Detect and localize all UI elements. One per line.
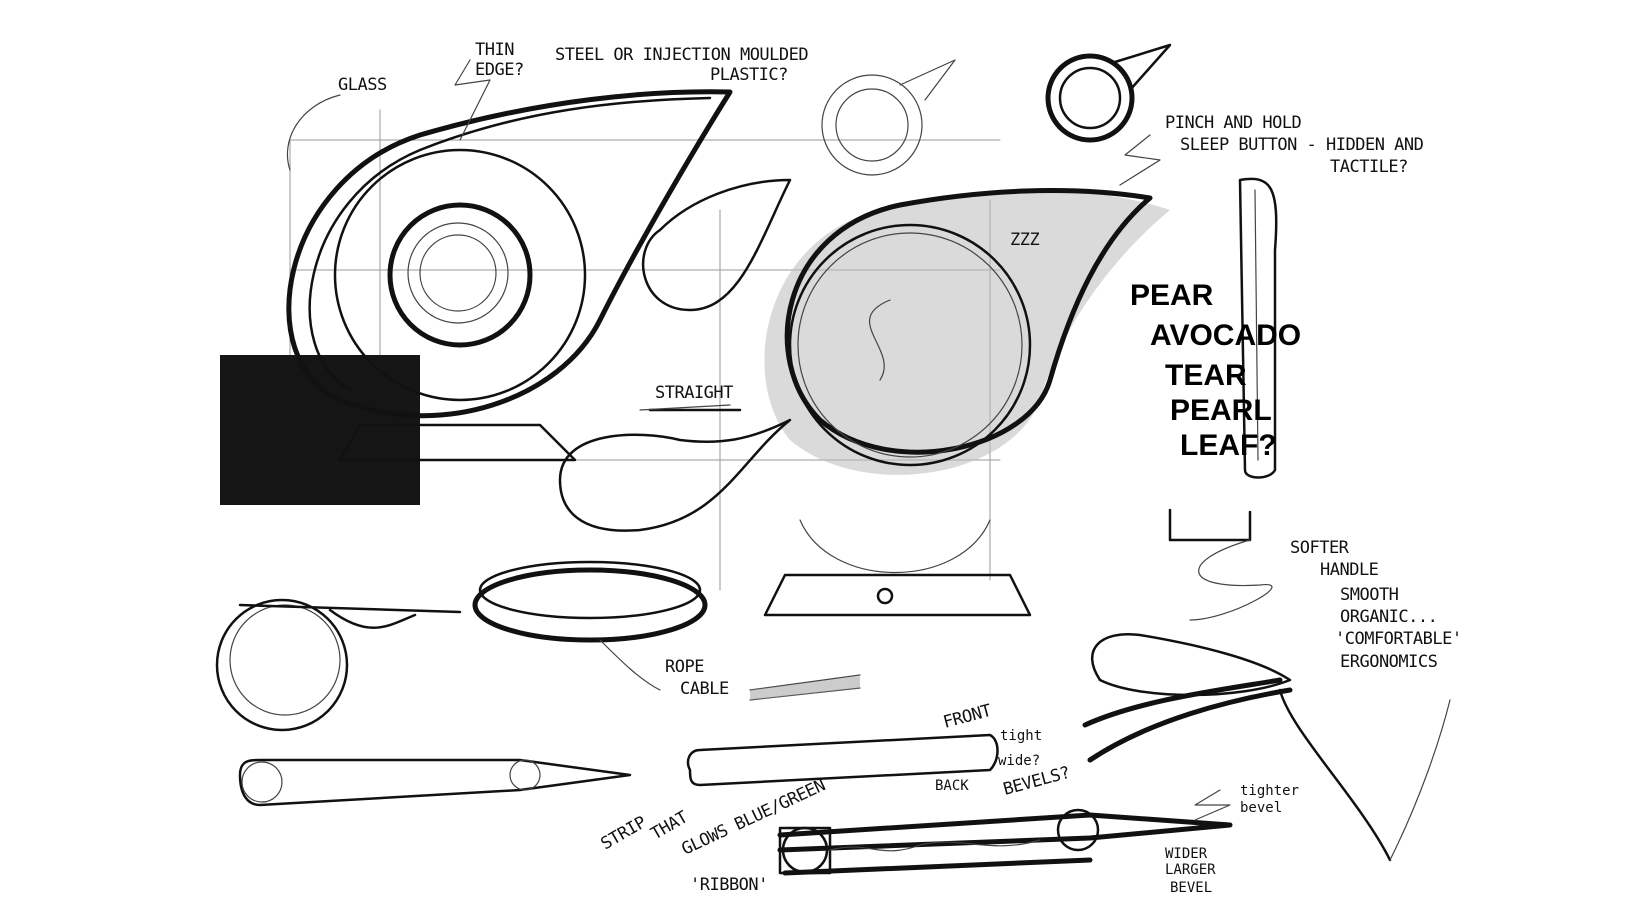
teardrop-device-sketch-main bbox=[763, 188, 1170, 617]
note-back: BACK bbox=[935, 778, 969, 794]
note-shape: PEAR bbox=[1130, 279, 1214, 312]
note-wider: LARGER bbox=[1165, 862, 1216, 878]
note-pinch: SLEEP BUTTON - HIDDEN AND bbox=[1180, 135, 1424, 155]
note-softer: SOFTER bbox=[1290, 538, 1350, 558]
note-rope: CABLE bbox=[680, 679, 729, 699]
side-profile-sketch bbox=[1168, 177, 1278, 542]
note-shape: LEAF? bbox=[1180, 429, 1277, 462]
teardrop-thumbnail bbox=[821, 59, 956, 176]
hatched-shadow bbox=[220, 355, 420, 505]
front-back-bar-sketch bbox=[686, 733, 999, 787]
note-material: STEEL OR INJECTION MOULDED bbox=[555, 45, 808, 65]
note-smooth: 'COMFORTABLE' bbox=[1335, 629, 1462, 649]
note-wide: wide? bbox=[998, 753, 1040, 769]
teardrop-thumbnail bbox=[1045, 43, 1172, 143]
note-rope: ROPE bbox=[665, 657, 704, 677]
note-smooth: SMOOTH bbox=[1340, 585, 1399, 605]
handle-sketch bbox=[1082, 632, 1451, 862]
note-tighter: bevel bbox=[1240, 800, 1282, 816]
note-shape: AVOCADO bbox=[1150, 319, 1301, 352]
disc-base-sketch bbox=[472, 560, 861, 701]
note-smooth: ORGANIC... bbox=[1340, 607, 1437, 627]
circle-profile-sketch bbox=[215, 598, 462, 732]
note-shape: PEARL bbox=[1170, 394, 1272, 427]
note-material: PLASTIC? bbox=[710, 65, 788, 85]
note-tight: tight bbox=[1000, 728, 1042, 744]
note-shape: TEAR bbox=[1165, 359, 1247, 392]
note-thin-edge: EDGE? bbox=[475, 60, 524, 80]
teardrop-thumbnail bbox=[558, 408, 792, 532]
note-wider: WIDER bbox=[1165, 846, 1208, 862]
note-straight: STRAIGHT bbox=[655, 383, 733, 403]
note-tighter: tighter bbox=[1240, 783, 1299, 799]
note-wider: BEVEL bbox=[1170, 880, 1212, 896]
note-smooth: ERGONOMICS bbox=[1340, 652, 1438, 672]
note-strip: STRIP bbox=[598, 813, 650, 855]
note-ribbon: 'RIBBON' bbox=[690, 875, 768, 895]
note-softer: HANDLE bbox=[1320, 560, 1379, 580]
note-glass: GLASS bbox=[338, 75, 387, 95]
note-pinch: PINCH AND HOLD bbox=[1165, 113, 1302, 133]
teardrop-device-sketch-large bbox=[220, 89, 733, 505]
glow-strip-sketch bbox=[777, 808, 1233, 876]
note-thin-edge: THIN bbox=[475, 40, 514, 60]
note-front: FRONT bbox=[941, 701, 993, 733]
note-pinch: TACTILE? bbox=[1330, 157, 1408, 177]
leader-lines bbox=[286, 59, 1273, 821]
teardrop-thumbnail bbox=[641, 178, 792, 312]
note-zzz: ZZZ bbox=[1010, 230, 1039, 250]
long-profile-sketch-left bbox=[238, 758, 632, 807]
